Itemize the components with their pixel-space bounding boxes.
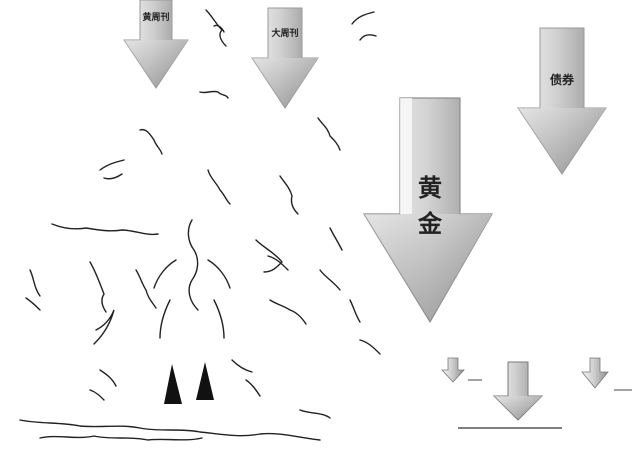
- arrow-2-label: 大周刊: [271, 27, 298, 39]
- dark-spikes: [164, 362, 214, 404]
- arrow-3-label: 债券: [550, 72, 575, 87]
- down-arrow-2: 大周刊: [251, 7, 319, 109]
- arrow-1-label: 黄周刊: [142, 11, 169, 23]
- arrow-gold-label-1: 黄: [418, 174, 442, 202]
- down-arrow-1: 黄周刊: [123, 0, 189, 89]
- down-arrow-gold: 黄 金: [362, 97, 494, 324]
- down-arrow-small-3: [458, 361, 562, 429]
- down-arrow-small-2: [581, 357, 632, 391]
- down-arrow-small-1: [441, 357, 482, 383]
- ink-figures-cluster: [19, 9, 381, 441]
- arrow-gold-label-2: 金: [417, 210, 443, 238]
- down-arrow-3: 债券: [517, 27, 607, 175]
